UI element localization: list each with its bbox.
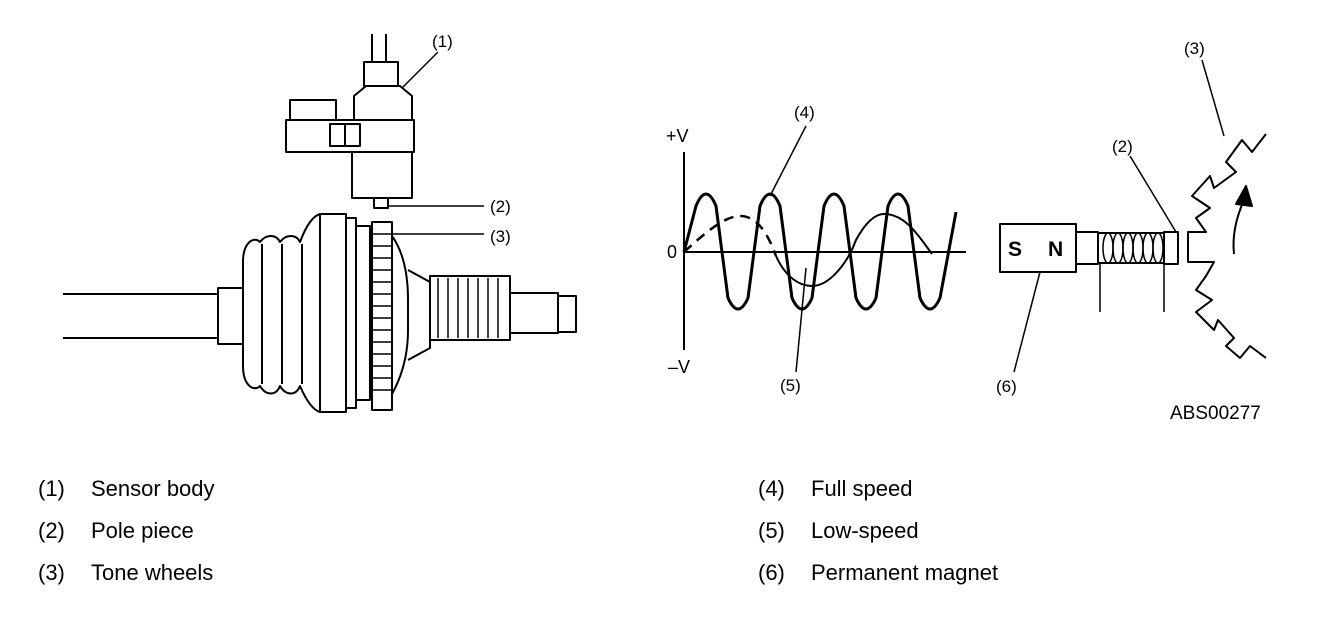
- minus-v-label: –V: [668, 357, 690, 377]
- legend-number: (3): [38, 560, 65, 585]
- legend-right: (4) Full speed (5) Low-speed (6) Permane…: [758, 476, 1088, 596]
- legend-text: Full speed: [811, 476, 913, 501]
- callout-2: (2): [490, 197, 511, 216]
- legend-number: (6): [758, 560, 785, 585]
- figure-code: ABS00277: [1170, 403, 1261, 424]
- callout-3: (3): [490, 227, 511, 246]
- coil-windings: [1102, 232, 1164, 264]
- callout-1: (1): [432, 32, 453, 51]
- legend-text: Sensor body: [91, 476, 215, 501]
- low-speed-wave: [775, 213, 933, 287]
- legend-text: Permanent magnet: [811, 560, 999, 585]
- legend-text: Pole piece: [91, 518, 194, 543]
- callout-6: (6): [996, 377, 1017, 396]
- sensor-body-drawing: [285, 34, 415, 209]
- rotation-arrow-head: [1235, 185, 1253, 207]
- rotation-arrow: [1232, 199, 1245, 255]
- legend-text: Tone wheels: [91, 560, 214, 585]
- leader-lines-left: [388, 51, 484, 235]
- waveform-graph: [682, 125, 966, 373]
- legend-number: (2): [38, 518, 65, 543]
- magnetic-pickup: [999, 155, 1179, 373]
- full-speed-wave: [682, 192, 958, 311]
- magnet-n-label: N: [1048, 238, 1063, 261]
- legend-text: Low-speed: [811, 518, 919, 543]
- magnet-s-label: S: [1008, 238, 1022, 261]
- zero-label: 0: [667, 242, 677, 262]
- plus-v-label: +V: [666, 126, 689, 146]
- callout-4: (4): [794, 103, 815, 122]
- tone-wheel-teeth: [372, 233, 392, 391]
- legend-left: (1) Sensor body (2) Pole piece (3) Tone …: [38, 476, 338, 596]
- legend-number: (1): [38, 476, 65, 501]
- low-speed-wave-dashed: [683, 214, 778, 257]
- callout-5: (5): [780, 376, 801, 395]
- drive-shaft-illustration: [63, 213, 577, 413]
- legend-number: (4): [758, 476, 785, 501]
- tone-wheel-profile: [1187, 59, 1267, 359]
- callout-2-right: (2): [1112, 137, 1133, 156]
- legend-number: (5): [758, 518, 785, 543]
- callout-3-right: (3): [1184, 39, 1205, 58]
